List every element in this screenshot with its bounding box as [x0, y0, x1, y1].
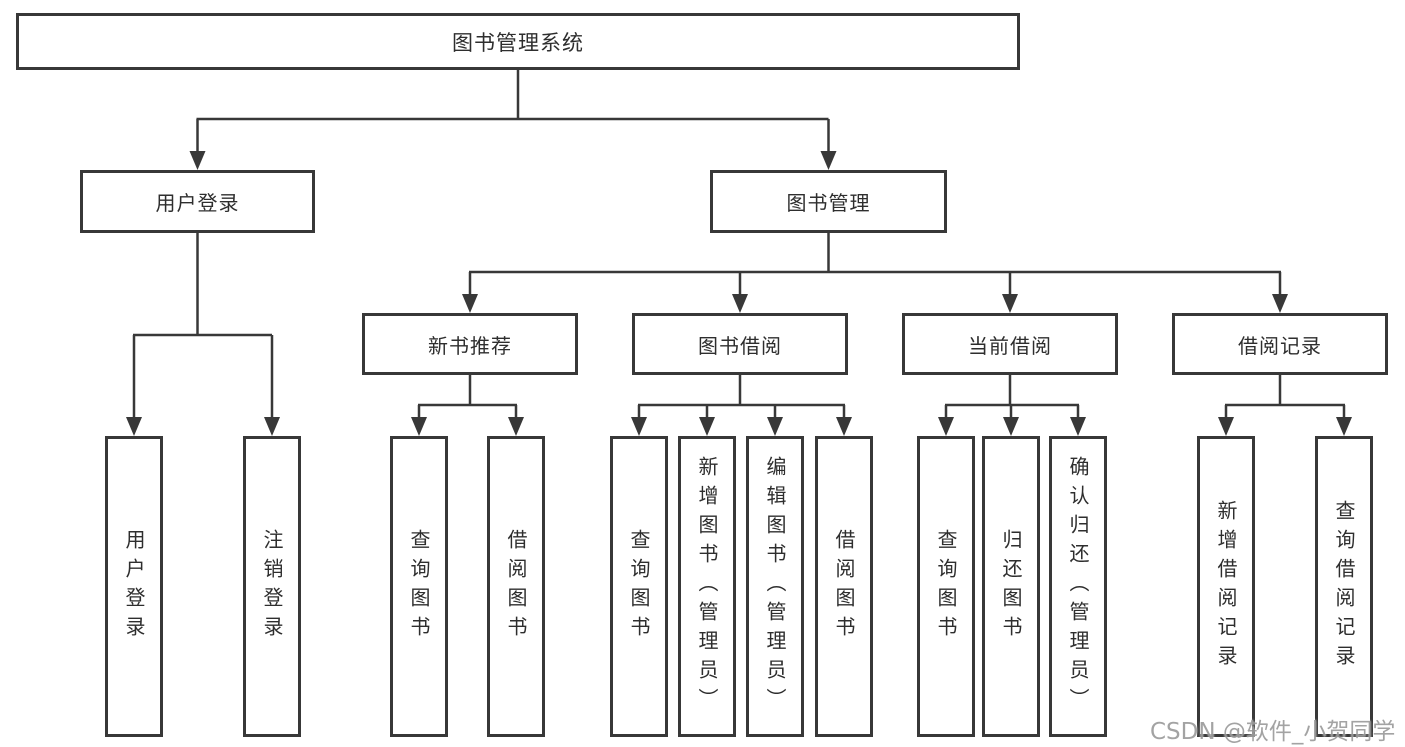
leaf-borrow-books-2: 借阅图书 [815, 436, 873, 737]
leaf-query-books-1: 查询图书 [390, 436, 448, 737]
node-new-book-recommend: 新书推荐 [362, 313, 578, 375]
leaf-query-borrow-record: 查询借阅记录 [1315, 436, 1373, 737]
connector-book-borrow-branch [637, 375, 846, 418]
node-label: 当前借阅 [968, 333, 1052, 358]
leaf-label: 注销登录 [260, 528, 284, 645]
leaf-label: 查询图书 [627, 528, 651, 645]
arrowheads-current-borrow-children [938, 417, 1086, 436]
leaf-label: 编辑图书（管理员） [763, 456, 787, 717]
leaf-label: 确认归还（管理员） [1066, 456, 1090, 717]
connector-current-borrow-branch [944, 375, 1080, 418]
leaf-label: 新增图书（管理员） [695, 456, 719, 717]
csdn-watermark: CSDN @软件_小贺同学 [1150, 719, 1396, 745]
connector-borrow-record-branch [1224, 375, 1346, 418]
node-user-login: 用户登录 [80, 170, 315, 233]
arrowheads-borrow-record-children [1218, 417, 1352, 436]
leaf-edit-book-admin: 编辑图书（管理员） [746, 436, 804, 737]
arrowheads-user-login-children [126, 417, 280, 436]
connector-book-management-branch [468, 233, 1282, 295]
leaf-label: 借阅图书 [832, 528, 856, 645]
arrowheads-new-book-children [411, 417, 524, 436]
leaf-label: 查询借阅记录 [1332, 499, 1356, 674]
leaf-label: 归还图书 [999, 528, 1023, 645]
leaf-label: 查询图书 [407, 528, 431, 645]
node-label: 借阅记录 [1238, 333, 1322, 358]
node-label: 图书管理系统 [452, 30, 584, 55]
node-label: 图书借阅 [698, 333, 782, 358]
arrowheads-level2 [189, 151, 837, 170]
leaf-user-login: 用户登录 [105, 436, 163, 737]
connector-new-book-branch [417, 375, 518, 418]
leaf-borrow-books-1: 借阅图书 [487, 436, 545, 737]
node-label: 图书管理 [786, 191, 871, 215]
leaf-query-books-3: 查询图书 [917, 436, 975, 737]
arrowheads-level3 [462, 294, 1288, 313]
leaf-return-book: 归还图书 [982, 436, 1040, 737]
leaf-label: 查询图书 [934, 528, 958, 645]
node-current-borrow: 当前借阅 [902, 313, 1118, 375]
leaf-query-books-2: 查询图书 [610, 436, 668, 737]
node-borrow-record: 借阅记录 [1172, 313, 1388, 375]
node-book-borrow: 图书借阅 [632, 313, 848, 375]
connector-user-login-branch [132, 233, 274, 418]
leaf-confirm-return-admin: 确认归还（管理员） [1049, 436, 1107, 737]
arrowheads-book-borrow-children [631, 417, 852, 436]
leaf-label: 用户登录 [122, 528, 146, 645]
leaf-label: 借阅图书 [504, 528, 528, 645]
leaf-add-book-admin: 新增图书（管理员） [678, 436, 736, 737]
leaf-logout: 注销登录 [243, 436, 301, 737]
leaf-label: 新增借阅记录 [1214, 499, 1238, 674]
node-library-system: 图书管理系统 [16, 13, 1020, 70]
node-label: 新书推荐 [428, 333, 512, 358]
node-book-management: 图书管理 [710, 170, 947, 233]
connector-root-to-level2 [196, 70, 830, 152]
node-label: 用户登录 [155, 191, 240, 215]
leaf-add-borrow-record: 新增借阅记录 [1197, 436, 1255, 737]
